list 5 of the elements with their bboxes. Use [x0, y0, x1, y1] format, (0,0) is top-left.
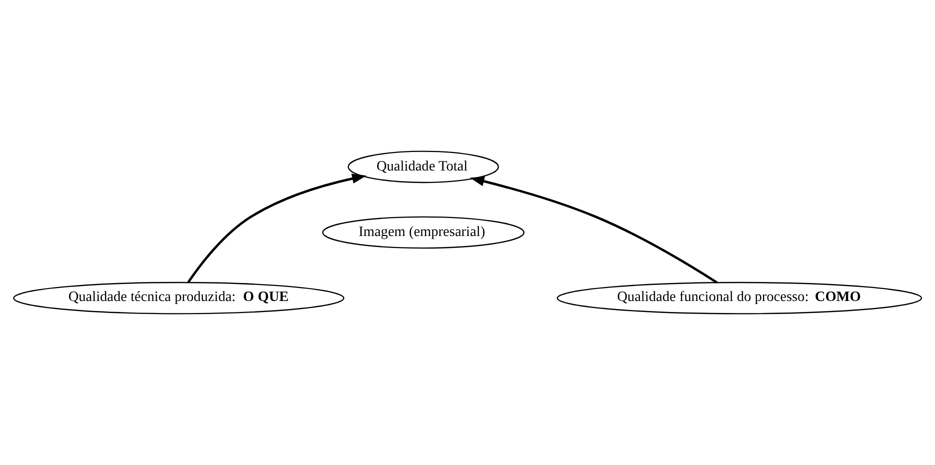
node-ellipse: Qualidade técnica produzida: O QUE	[13, 282, 344, 314]
node-ellipse: Imagem (empresarial)	[322, 216, 524, 249]
arrow	[470, 176, 718, 284]
arrow	[187, 174, 366, 283]
node-ellipse: Qualidade funcional do processo: COMO	[556, 282, 922, 314]
